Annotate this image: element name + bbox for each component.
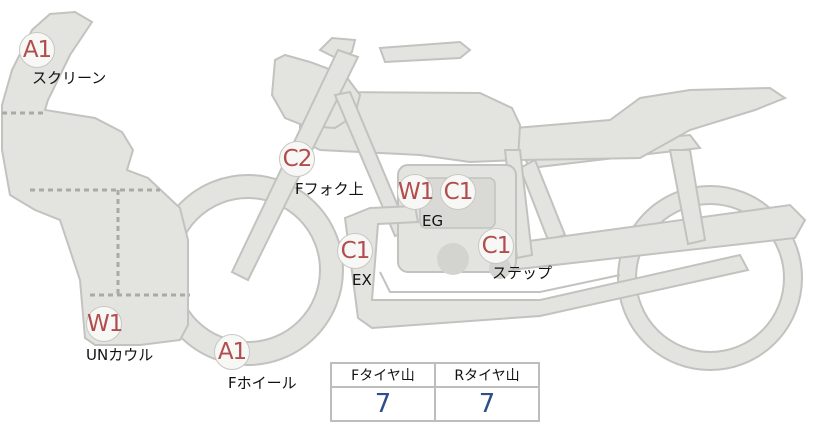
tire-table-header-row: Fタイヤ山 Rタイヤ山 [330, 362, 540, 388]
label-under-cowl: UNカウル [86, 346, 154, 364]
badge-exhaust[interactable]: C1 [337, 233, 373, 269]
label-exhaust: EX [352, 271, 372, 289]
badge-step[interactable]: C1 [478, 228, 514, 264]
front-cowl [1, 10, 189, 346]
tire-table-value-row: 7 7 [330, 386, 540, 422]
front-tire-value[interactable]: 7 [330, 386, 436, 422]
label-engine: EG [422, 212, 444, 230]
badge-screen[interactable]: A1 [19, 32, 55, 68]
label-step: ステップ [492, 264, 553, 282]
cowl-division-lines [2, 111, 190, 297]
tail-seat [513, 86, 788, 162]
label-screen: スクリーン [32, 69, 107, 87]
badge-front-wheel[interactable]: A1 [214, 334, 250, 370]
badge-front-fork-upper[interactable]: C2 [279, 141, 315, 177]
badge-under-cowl[interactable]: W1 [86, 306, 123, 342]
badge-engine-w[interactable]: W1 [397, 174, 434, 210]
rear-tire-value[interactable]: 7 [434, 386, 540, 422]
rear-shock [668, 149, 707, 246]
rear-tire-header: Rタイヤ山 [434, 362, 540, 388]
front-tire-header: Fタイヤ山 [330, 362, 436, 388]
label-front-fork-upper: Fフォク上 [295, 180, 364, 198]
handlebar-grip [378, 40, 472, 64]
tire-tread-table: Fタイヤ山 Rタイヤ山 7 7 [330, 362, 540, 422]
badge-engine-c[interactable]: C1 [440, 174, 476, 210]
exhaust-inner [379, 271, 621, 293]
label-front-wheel: Fホイール [228, 374, 297, 392]
